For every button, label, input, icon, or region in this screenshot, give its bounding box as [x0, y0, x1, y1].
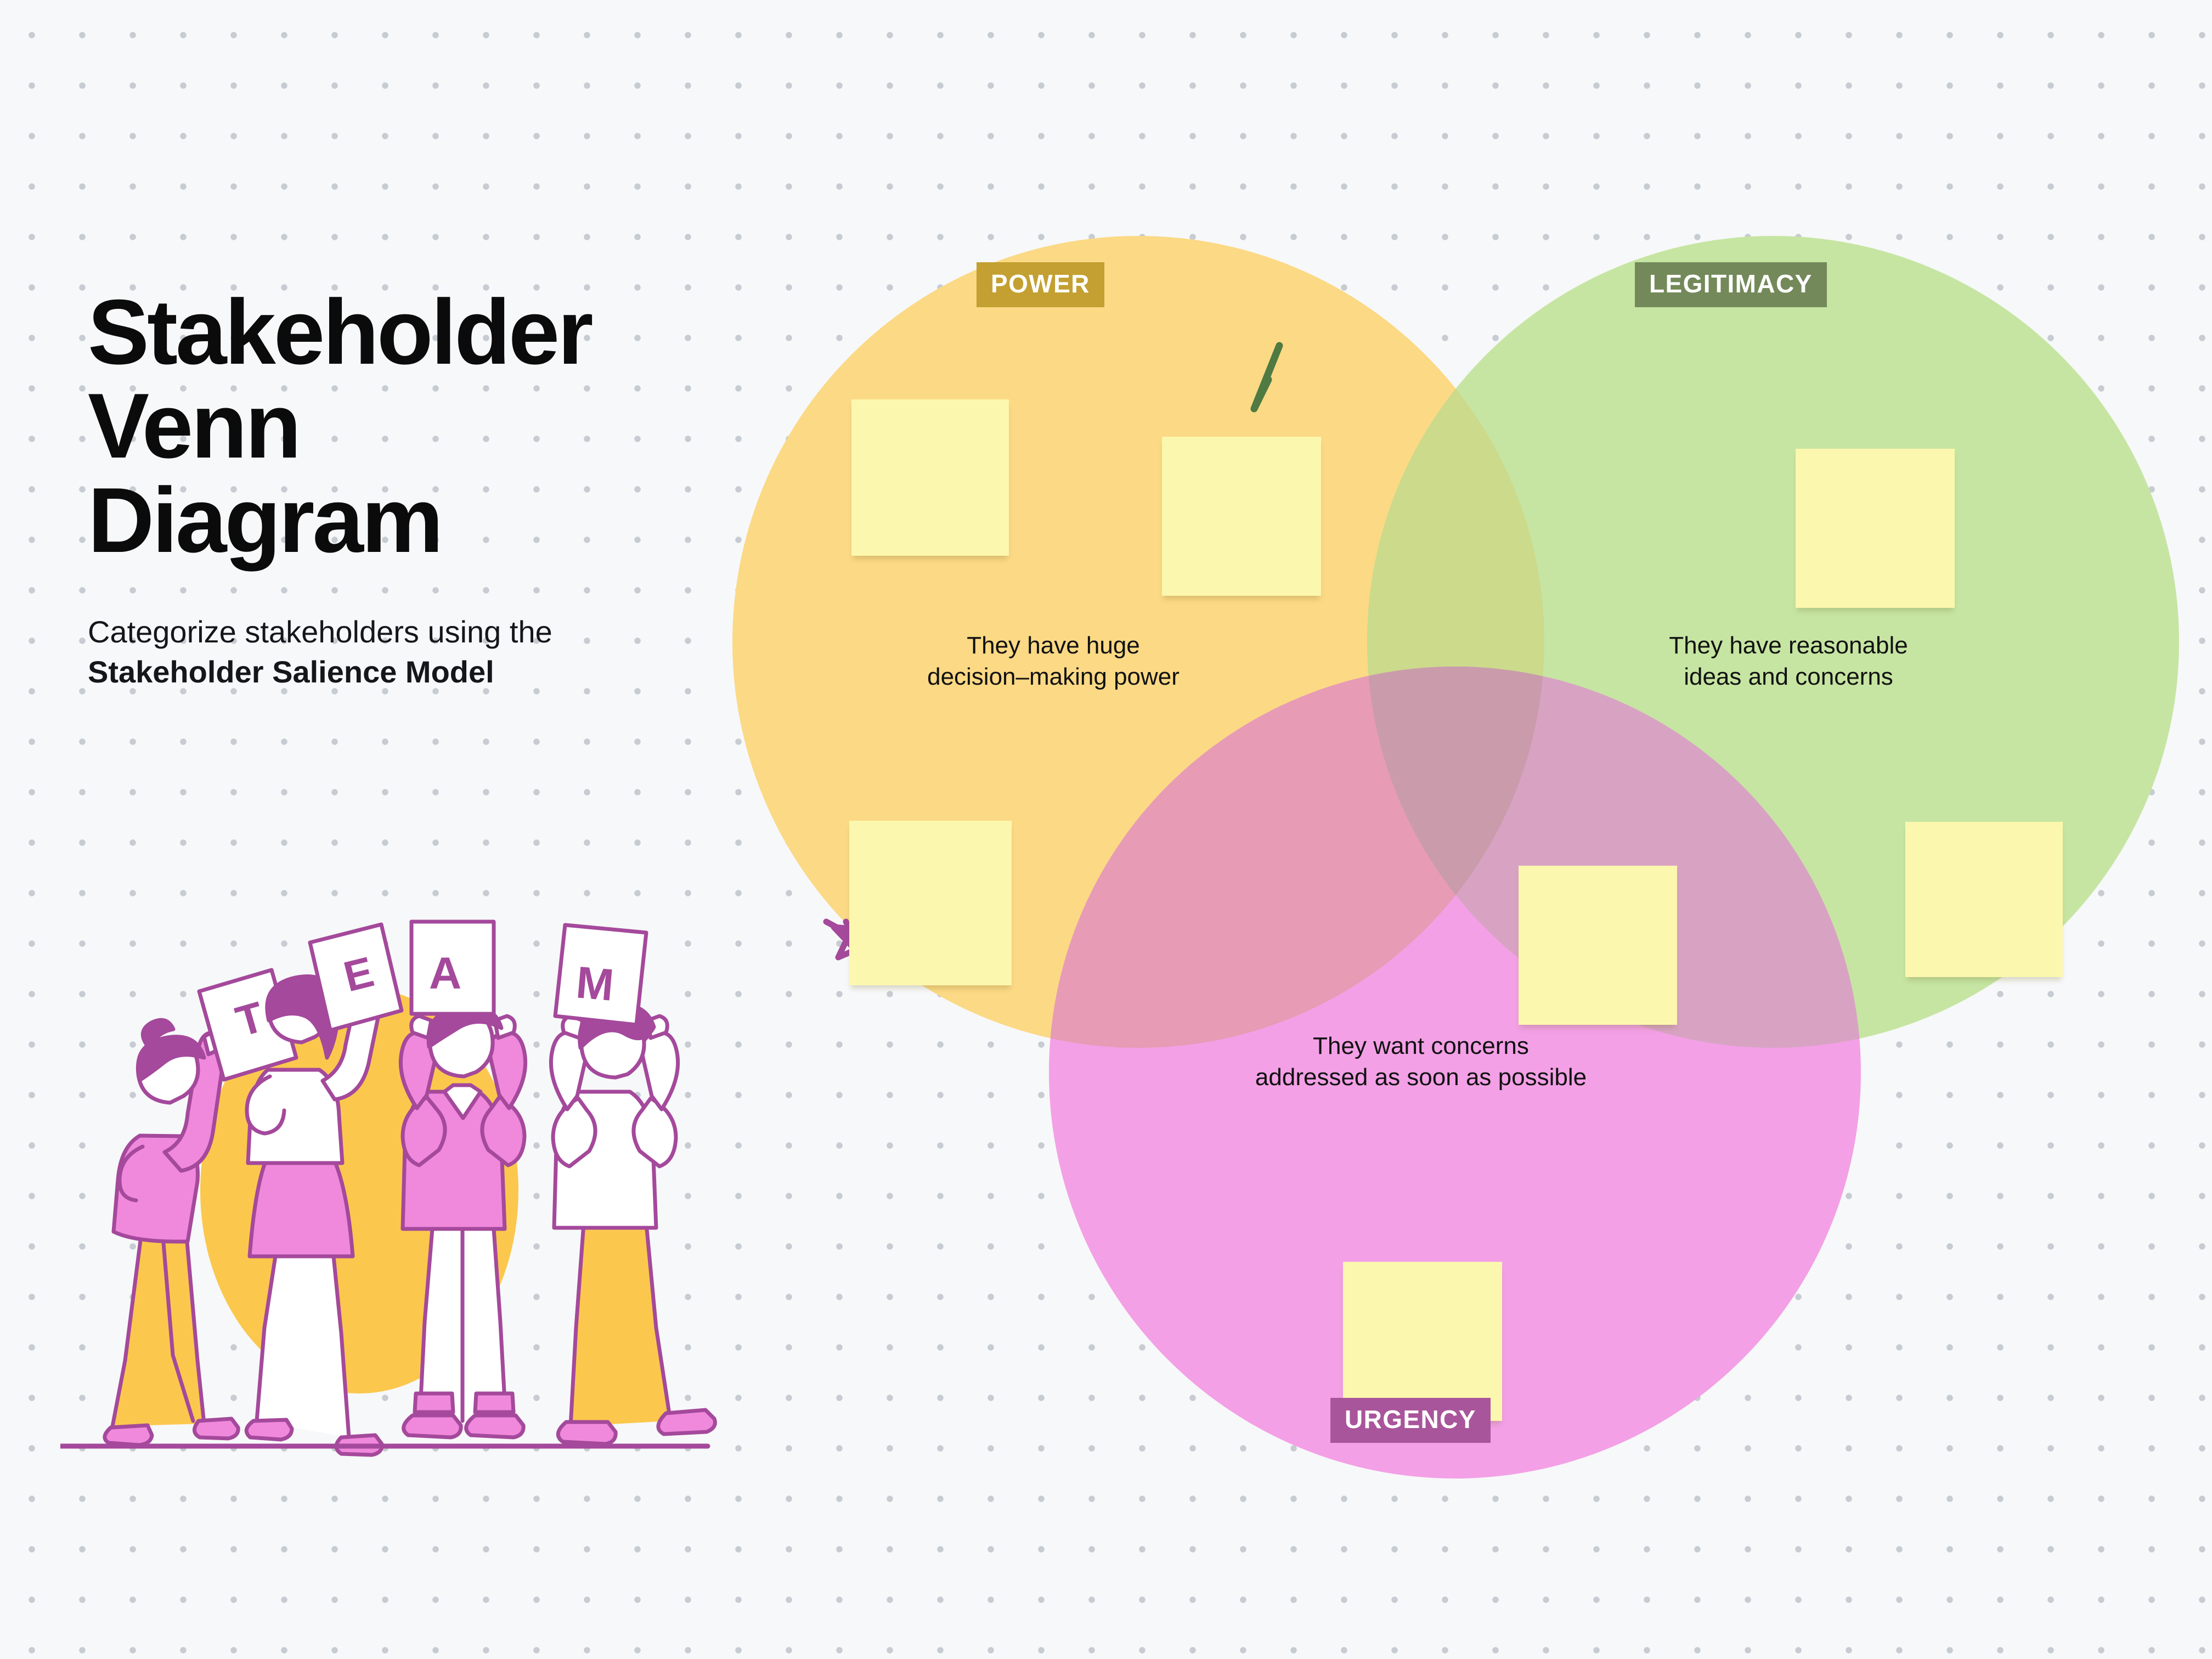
sticky-note[interactable] [1905, 822, 2063, 977]
sticky-note[interactable] [1519, 866, 1677, 1025]
overlap-power-urgency [1049, 667, 1544, 1048]
sticky-note[interactable] [1162, 437, 1321, 596]
check-mark-icon [1250, 342, 1283, 413]
overlap-legitimacy-urgency [1367, 667, 1861, 1048]
sign-E: E [308, 922, 404, 1032]
page-title: Stakeholder Venn Diagram [88, 280, 594, 572]
subtitle-bold-text: Stakeholder Salience Model [88, 654, 494, 689]
venn-label-legitimacy[interactable]: LEGITIMACY [1635, 262, 1827, 307]
page-subtitle: Categorize stakeholders using the Stakeh… [88, 612, 609, 692]
sign-M: M [553, 923, 648, 1027]
person-3 [398, 1004, 528, 1440]
venn-description-legitimacy: They have reasonable ideas and concerns [1669, 632, 1908, 691]
person-4 [549, 1003, 717, 1446]
venn-description-urgency: They want concerns addressed as soon as … [1255, 1032, 1587, 1091]
svg-text:A: A [429, 949, 461, 998]
team-people-illustration: T [60, 872, 730, 1481]
sticky-note[interactable] [1796, 449, 1955, 608]
sign-A: A [409, 919, 496, 1016]
venn-label-urgency[interactable]: URGENCY [1330, 1398, 1491, 1443]
venn-label-power[interactable]: POWER [977, 262, 1104, 307]
title-block: Stakeholder Venn Diagram Categorize stak… [88, 285, 801, 692]
sticky-note[interactable] [851, 399, 1009, 556]
sticky-note[interactable] [1343, 1262, 1502, 1421]
subtitle-plain-text: Categorize stakeholders using the [88, 614, 552, 650]
sticky-note[interactable] [849, 821, 1012, 985]
svg-text:M: M [574, 957, 616, 1011]
venn-description-power: They have huge decision–making power [927, 632, 1180, 691]
